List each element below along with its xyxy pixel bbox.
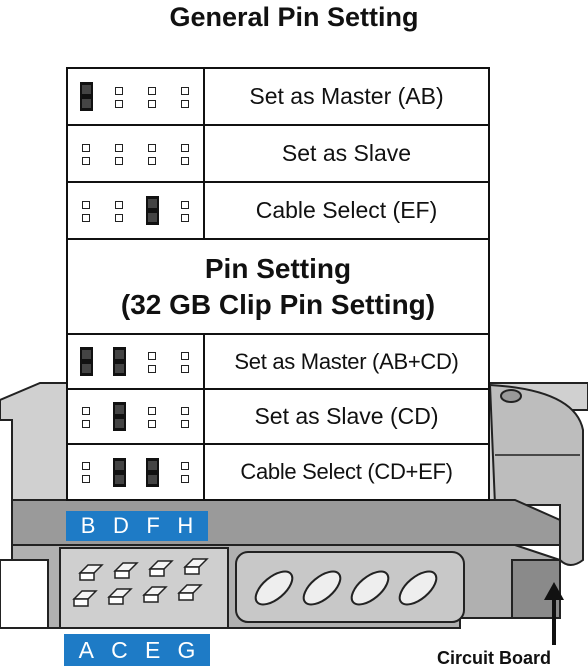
row-clip-cable-select: Cable Select (CD+EF) (68, 445, 488, 499)
jumper-cap (80, 82, 93, 111)
jumper-pin (82, 200, 90, 209)
drive-jumper-pin-side (143, 594, 159, 603)
pin-letter: B (80, 513, 96, 538)
power-connector-pins (254, 570, 438, 606)
row-master: Set as Master (AB) (68, 69, 488, 126)
jumper-pin (148, 406, 156, 415)
row-label: Set as Master (AB+CD) (234, 348, 459, 374)
circuit-board-arrow-head (544, 582, 564, 600)
power-pin (302, 570, 342, 606)
jumper-pin (148, 143, 156, 152)
row-label: Set as Slave (281, 140, 412, 166)
power-pin (398, 570, 438, 606)
drive-jumper-pin-side (108, 596, 124, 605)
jumper-pin (115, 213, 123, 222)
jumper-pin (181, 462, 189, 470)
pin-letter: H (177, 513, 194, 538)
row-clip-master: Set as Master (AB+CD) (68, 335, 488, 390)
jumper-pin (148, 156, 156, 165)
jumper-diagram (68, 69, 205, 124)
power-pin (350, 570, 390, 606)
row-label: Cable Select (CD+EF) (240, 459, 453, 484)
row-cable-select: Cable Select (EF) (68, 183, 488, 240)
clip-header: Pin Setting (32 GB Clip Pin Setting) (68, 240, 488, 333)
drive-jumper-pin-side (114, 570, 130, 579)
jumper-pin (115, 200, 123, 209)
jumper-pin (181, 364, 189, 373)
jumper-pin (82, 475, 90, 483)
jumper-pin (181, 156, 189, 165)
jumper-pin (181, 200, 189, 209)
jumper-cap (113, 402, 126, 431)
drive-jumper-pin-side (79, 572, 95, 581)
jumper-pin (181, 475, 189, 483)
drive-jumper-pin-side (184, 566, 200, 575)
pin-letter: A (78, 636, 94, 663)
page-title: General Pin Setting (169, 2, 419, 32)
jumper-pin (82, 419, 90, 428)
drive-right-end (488, 383, 584, 566)
jumper-pin (148, 364, 156, 373)
clip-header-row: Pin Setting (32 GB Clip Pin Setting) (68, 240, 488, 335)
jumper-cap (113, 347, 126, 376)
jumper-cap (80, 347, 93, 376)
jumper-pins (72, 558, 209, 607)
drive-jumper-pin-side (149, 568, 165, 577)
drive-jumper-pin-side (73, 598, 89, 607)
jumper-pin (115, 99, 123, 108)
jumper-diagram (68, 183, 205, 238)
jumper-pin (82, 462, 90, 470)
jumper-diagram (68, 390, 205, 443)
pin-letter: D (112, 513, 129, 538)
bottom-pin-letters: A C E G (64, 634, 210, 666)
pin-settings-table: Set as Master (AB) Set as Slave Cable Se… (66, 67, 490, 501)
jumper-cap (113, 457, 126, 487)
jumper-pin (181, 213, 189, 222)
row-label: Set as Slave (CD) (254, 403, 439, 429)
jumper-pin (181, 99, 189, 108)
jumper-pin (148, 351, 156, 360)
pin-letter: F (146, 513, 160, 538)
row-label: Cable Select (EF) (255, 197, 438, 223)
jumper-pin (115, 143, 123, 152)
jumper-diagram (68, 445, 205, 499)
jumper-diagram (68, 335, 205, 388)
jumper-pin (181, 143, 189, 152)
jumper-pin (115, 156, 123, 165)
row-slave: Set as Slave (68, 126, 488, 183)
drive-screw (500, 389, 522, 403)
clip-header-line1: Pin Setting (204, 252, 352, 284)
jumper-cap (146, 457, 159, 487)
jumper-pin (148, 99, 156, 108)
jumper-pin (82, 143, 90, 152)
row-label: Set as Master (AB) (249, 83, 444, 109)
jumper-pin (181, 406, 189, 415)
jumper-pin (148, 86, 156, 95)
jumper-diagram (68, 126, 205, 181)
drive-jumper-pin-side (178, 592, 194, 601)
jumper-pin (82, 213, 90, 222)
circuit-board-label: Circuit Board (437, 648, 552, 668)
top-pin-letters: B D F H (66, 511, 208, 541)
jumper-pin (181, 351, 189, 360)
pin-letter: G (177, 636, 196, 663)
row-clip-slave: Set as Slave (CD) (68, 390, 488, 445)
clip-header-line2: (32 GB Clip Pin Setting) (120, 288, 436, 320)
power-pin (254, 570, 294, 606)
jumper-pin (148, 419, 156, 428)
pin-letter: C (111, 636, 128, 663)
jumper-pin (82, 406, 90, 415)
jumper-pin (181, 419, 189, 428)
jumper-pin (181, 86, 189, 95)
jumper-pin (115, 86, 123, 95)
jumper-pin (82, 156, 90, 165)
pin-letter: E (144, 636, 161, 663)
jumper-cap (146, 196, 159, 225)
